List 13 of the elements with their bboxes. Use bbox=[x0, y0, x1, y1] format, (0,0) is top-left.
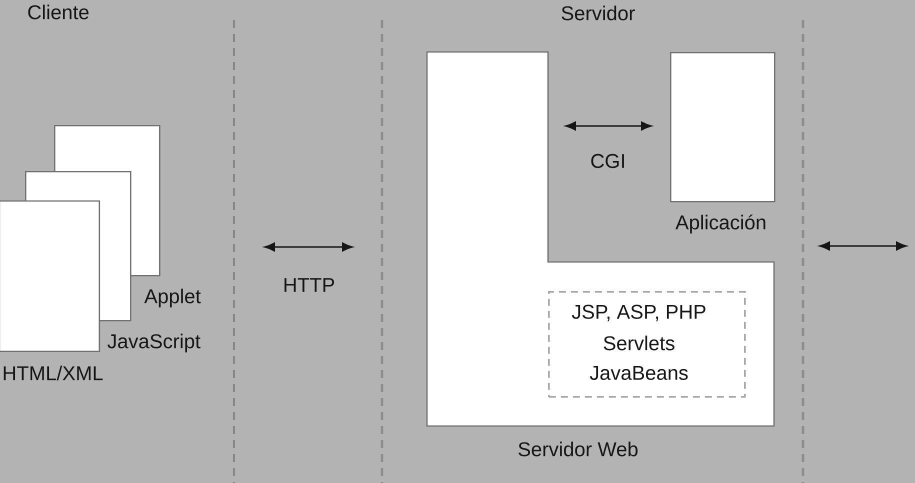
text-line: JavaBeans bbox=[590, 366, 688, 380]
box-caption: HTML/XML bbox=[4, 366, 103, 380]
box-caption: Applet bbox=[144, 288, 201, 308]
box-caption: Aplicación bbox=[675, 214, 766, 234]
column-heading: Cliente bbox=[28, 4, 89, 20]
text-line: Servlets bbox=[604, 336, 674, 350]
double-arrow bbox=[565, 122, 652, 130]
box-caption: Servidor Web bbox=[518, 442, 638, 456]
protocol-label: HTTP bbox=[284, 278, 334, 292]
text-line: JSP, ASP, PHP bbox=[572, 304, 706, 322]
box-caption: JavaScript bbox=[108, 334, 200, 352]
edge-label: CGI bbox=[591, 154, 624, 168]
column-heading: Servidor bbox=[562, 6, 635, 20]
